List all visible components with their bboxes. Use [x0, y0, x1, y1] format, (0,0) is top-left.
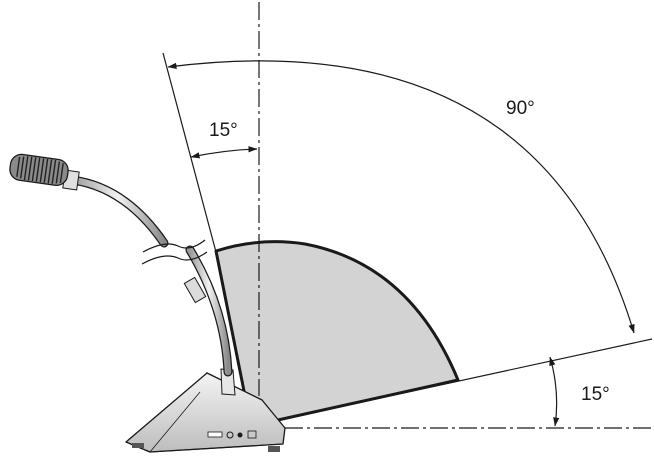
gooseneck-microphone	[9, 153, 286, 453]
angle-15-bottom-arc	[549, 356, 560, 427]
upper-limit-line	[162, 52, 217, 253]
lower-limit-line	[251, 338, 653, 427]
angle-15-top-label: 15°	[209, 120, 238, 141]
angle-15-top-arc	[190, 146, 258, 159]
angle-90-arc	[167, 60, 635, 334]
microphone-base	[125, 368, 286, 453]
angle-90-label: 90°	[506, 98, 535, 119]
microphone-capsule	[9, 153, 69, 186]
angle-15-bottom-label: 15°	[581, 384, 610, 405]
